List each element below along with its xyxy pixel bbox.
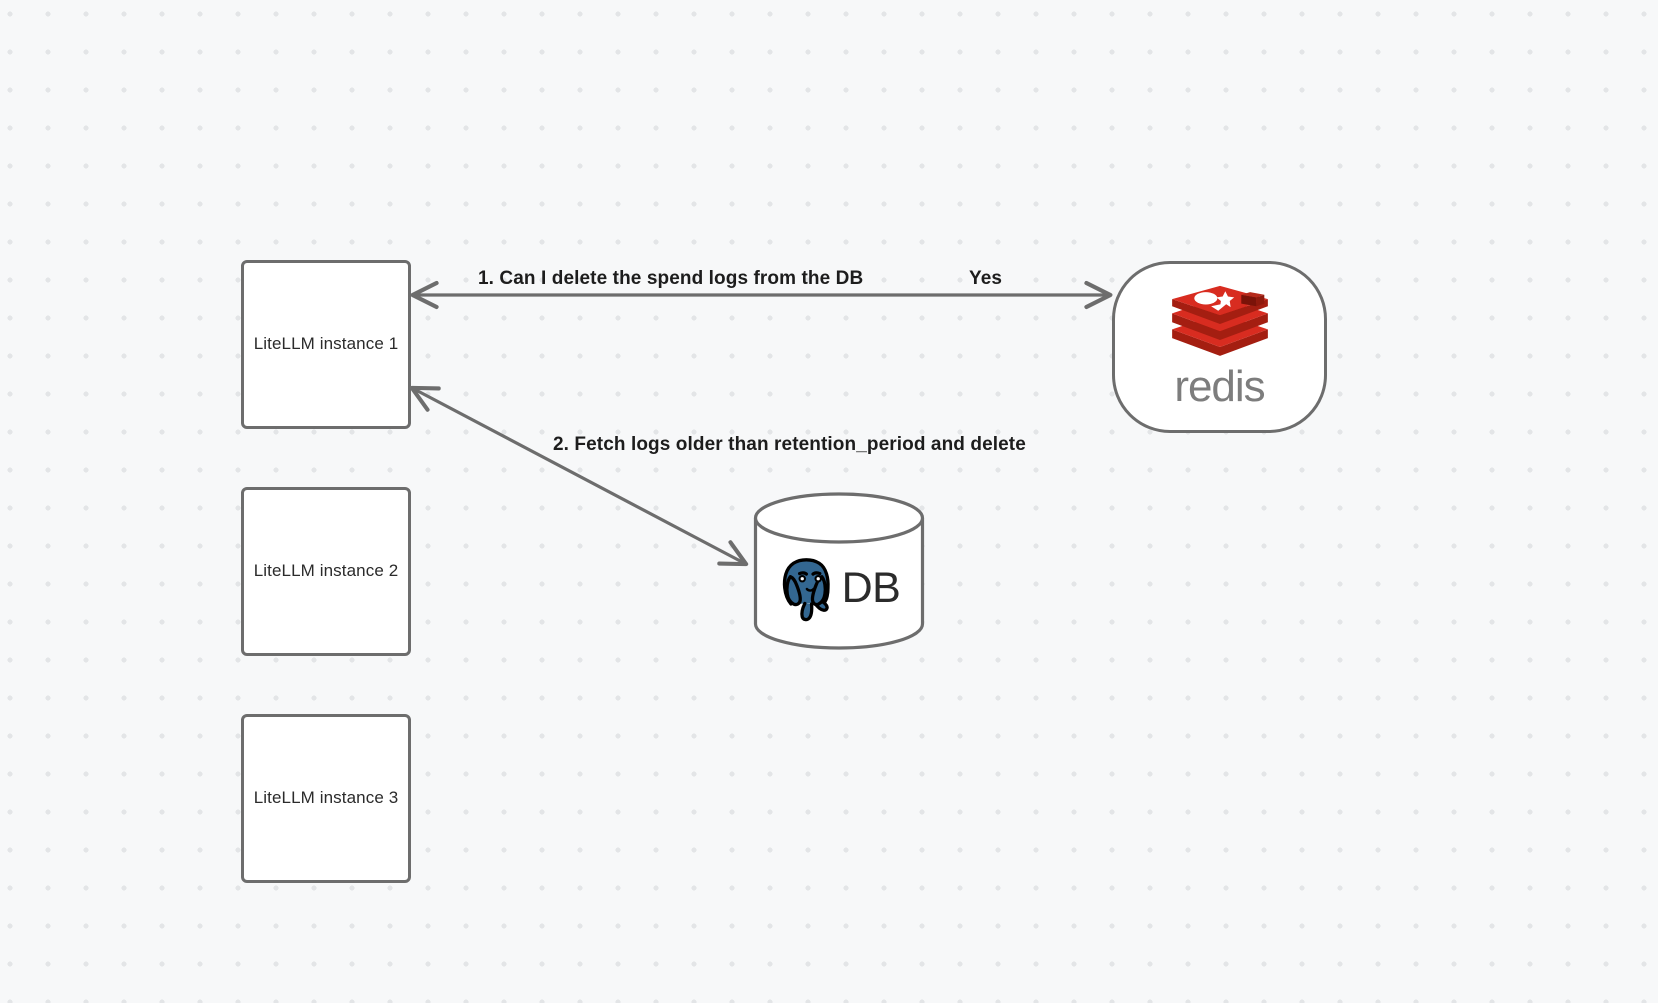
node-database[interactable]: DB — [753, 492, 925, 650]
database-node-content: DB — [753, 538, 925, 638]
node-litellm-instance-2-label: LiteLLM instance 2 — [253, 561, 399, 581]
node-litellm-instance-2[interactable]: LiteLLM instance 2 — [241, 487, 411, 656]
edge-label-2: 2. Fetch logs older than retention_perio… — [553, 434, 1026, 455]
postgresql-elephant-icon — [782, 558, 830, 622]
node-litellm-instance-1[interactable]: LiteLLM instance 1 — [241, 260, 411, 429]
database-node-label: DB — [841, 563, 901, 612]
redis-wordmark: redis — [1174, 362, 1265, 411]
node-redis[interactable]: redis — [1112, 261, 1327, 433]
node-litellm-instance-3-label: LiteLLM instance 3 — [253, 788, 399, 808]
redis-logo-icon — [1171, 285, 1268, 356]
node-litellm-instance-1-label: LiteLLM instance 1 — [253, 334, 399, 354]
database-cylinder-shape — [753, 492, 925, 650]
edge-label-1: 1. Can I delete the spend logs from the … — [478, 268, 864, 289]
edge-label-1-reply: Yes — [969, 268, 1003, 289]
node-litellm-instance-3[interactable]: LiteLLM instance 3 — [241, 714, 411, 883]
